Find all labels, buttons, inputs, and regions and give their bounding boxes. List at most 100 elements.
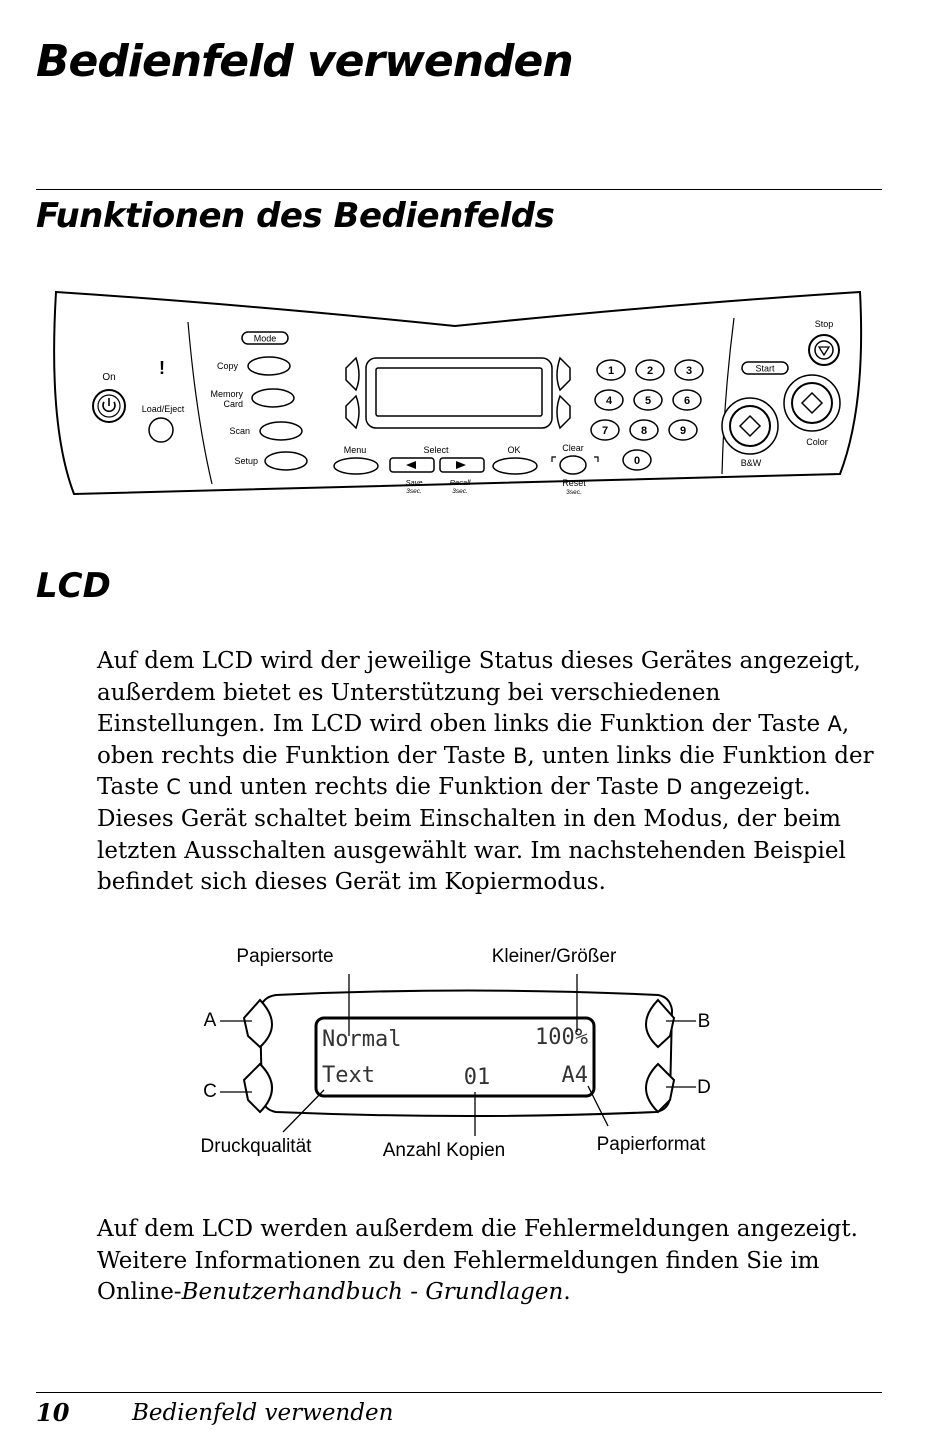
recall-sub: 3sec. [452,488,468,495]
error-messages-paragraph: Auf dem LCD werden außerdem die Fehlerme… [97,1214,887,1309]
key-a-button[interactable] [345,356,360,392]
section-rule [36,189,882,190]
bw-start-button[interactable] [721,397,779,455]
color-start-icon [800,391,824,415]
save-label: Save [405,478,422,487]
key-4-label: 4 [606,395,613,407]
setup-label: Setup [234,456,258,466]
start-label: Start [755,364,775,374]
footer-title: Bedienfeld verwenden [132,1400,394,1426]
mode-frame [241,331,289,345]
key-3-label: 3 [686,365,692,377]
card-label: Card [223,399,243,409]
footer-rule [36,1392,882,1393]
lcd-zoom-value: 100% [535,1025,588,1050]
key-d-button[interactable] [645,1062,676,1114]
key-1-button[interactable] [596,359,626,381]
key-c-button[interactable] [345,394,360,430]
bw-label: B&W [741,458,762,468]
lcd-example-diagram: Papiersorte Kleiner/Größer A B C D Norma… [201,946,711,1161]
key-d-label: D [697,1077,711,1098]
key-4-button[interactable] [594,389,624,411]
stop-button[interactable] [808,334,840,366]
key-5-button[interactable] [633,389,663,411]
power-icon [102,401,116,413]
section-title: Funktionen des Bedienfelds [36,196,555,236]
lcd-description-paragraph: Auf dem LCD wird der jeweilige Status di… [97,646,887,899]
key-d-button[interactable] [556,394,571,430]
copy-label: Copy [217,361,239,371]
key-1-label: 1 [608,365,614,377]
key-6-label: 6 [684,395,690,407]
arrow-left-icon [406,461,416,469]
ok-label: OK [507,445,520,455]
paragraph-text: , oben rechts die Funktion der Taste [97,711,850,769]
select-label: Select [423,445,449,455]
on-button[interactable] [92,389,126,423]
paragraph-text: . [563,1279,571,1306]
copies-callout: Anzahl Kopien [383,1140,506,1161]
lcd-screen [375,367,543,417]
key-6-button[interactable] [672,389,702,411]
lcd-paper-type-value: Normal [322,1027,401,1052]
paragraph-text: , unten links die Funktion der Taste [97,742,874,801]
copy-button[interactable] [247,356,291,376]
memory-card-button[interactable] [251,388,295,408]
reset-label: Reset [562,478,586,488]
key-c-button[interactable] [242,1062,273,1114]
quality-callout: Druckqualität [201,1136,313,1157]
key-c-label: C [203,1081,217,1102]
page-title: Bedienfeld verwenden [36,36,574,87]
key-b-label: B [698,1011,711,1032]
key-8-button[interactable] [629,419,659,441]
load-eject-label: Load/Eject [142,404,185,414]
key-b-button[interactable] [645,998,676,1049]
key-9-button[interactable] [668,419,698,441]
key-a-ref: A [827,712,842,737]
zoom-callout: Kleiner/Größer [492,946,617,967]
setup-button[interactable] [264,451,308,471]
key-2-label: 2 [647,365,653,377]
key-c-ref: C [166,775,181,800]
memory-label: Memory [210,389,243,399]
key-8-label: 8 [641,425,647,437]
key-b-ref: B [512,743,528,768]
key-0-button[interactable] [622,449,652,471]
key-0-label: 0 [634,455,640,467]
control-panel-illustration: On ! Load/Eject Mode Copy Memory Card Sc… [53,290,863,496]
key-2-button[interactable] [635,359,665,381]
clear-button[interactable] [559,455,587,475]
arrow-right-icon [456,461,466,469]
key-7-button[interactable] [590,419,620,441]
save-sub: 3sec. [406,488,422,495]
key-b-button[interactable] [556,356,571,392]
on-label: On [102,372,115,383]
color-start-button[interactable] [783,374,841,432]
lcd-paper-size-value: A4 [562,1063,589,1088]
clear-label: Clear [562,443,584,453]
recall-label: Recall [450,478,471,487]
lcd-quality-value: Text [322,1063,375,1088]
key-a-button[interactable] [242,998,273,1049]
lcd-screen [314,1016,596,1098]
numeric-keypad: 1 2 3 4 5 6 7 8 9 0 [590,359,704,471]
paragraph-text: Auf dem LCD wird der jeweilige Status di… [97,648,861,738]
paper-size-callout: Papierformat [597,1134,706,1155]
key-3-button[interactable] [674,359,704,381]
paragraph-text: Auf dem LCD werden außerdem die Fehlerme… [97,1216,858,1306]
key-9-label: 9 [680,425,686,437]
scan-button[interactable] [259,421,303,441]
paper-type-callout: Papiersorte [236,946,333,967]
paragraph-text: und unten rechts die Funktion der Taste [180,774,667,801]
mode-label: Mode [254,334,277,344]
stop-icon [817,346,831,357]
scan-label: Scan [229,426,250,436]
color-label: Color [806,437,828,447]
page-number: 10 [36,1398,70,1427]
menu-button[interactable] [333,457,379,475]
load-eject-button[interactable] [148,417,174,443]
start-frame [741,361,789,375]
subsection-title: LCD [36,566,111,606]
ok-button[interactable] [492,457,538,475]
reset-sub: 3sec. [566,489,582,496]
